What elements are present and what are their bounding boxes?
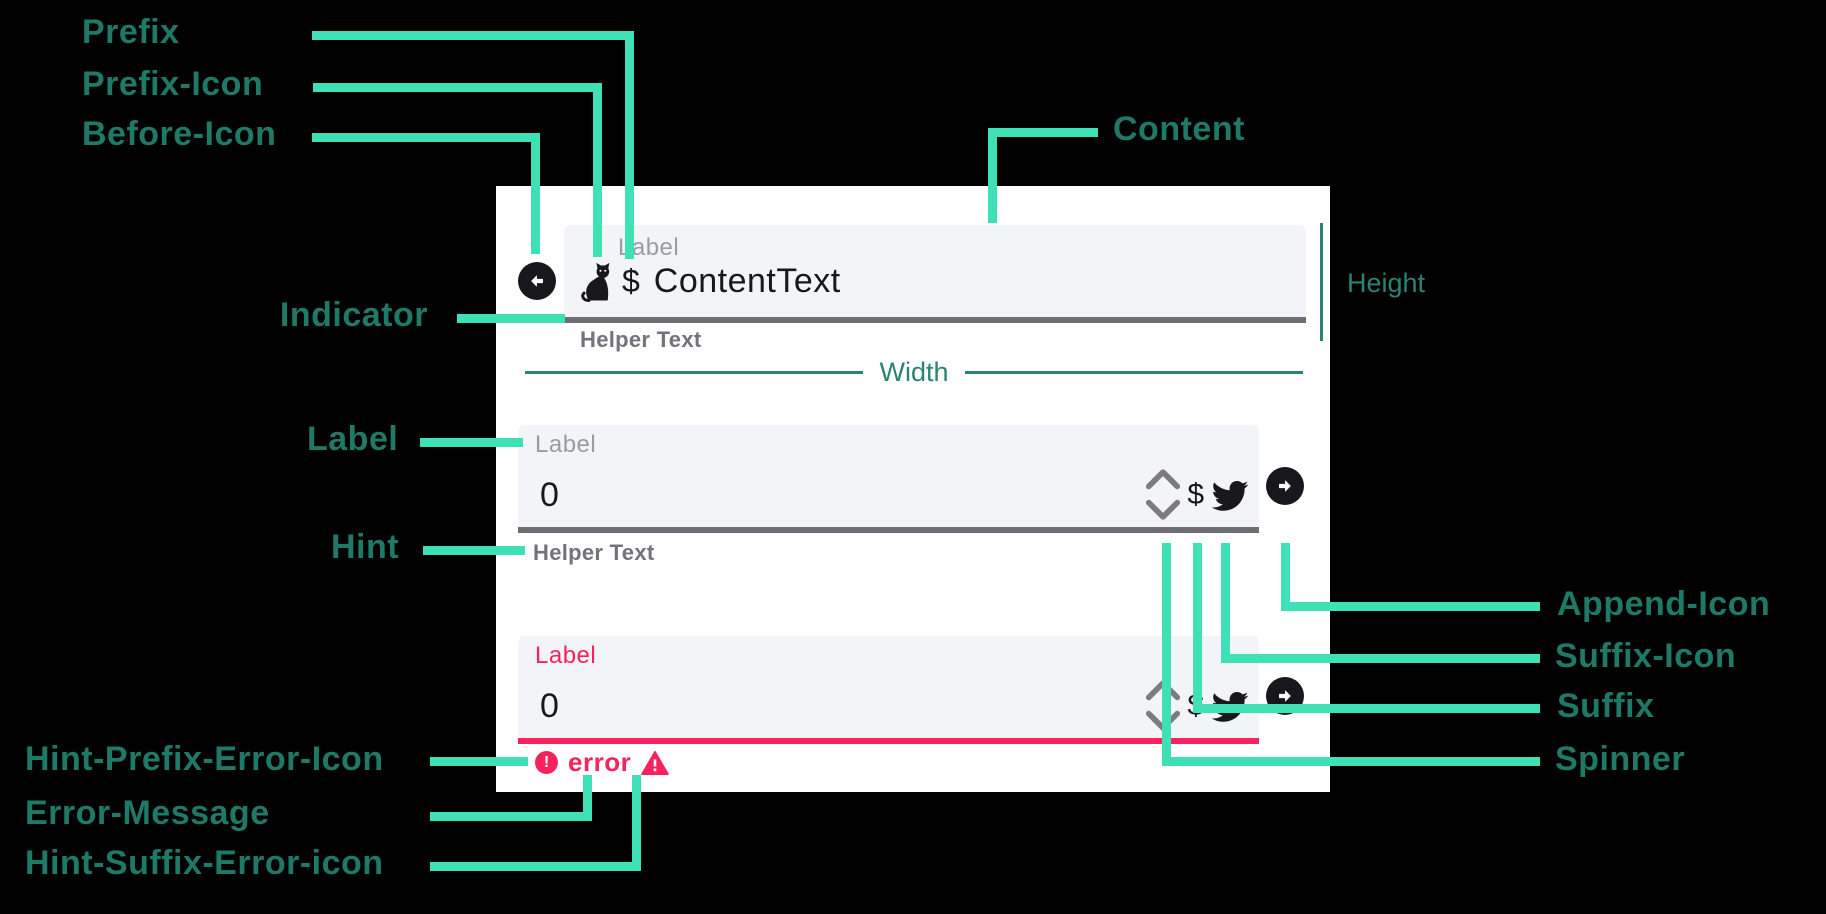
annotation-suffix-icon: Suffix-Icon [1555, 637, 1737, 675]
annotation-append-icon: Append-Icon [1557, 585, 1771, 623]
helper-text: Helper Text [533, 540, 655, 565]
annotation-prefix: Prefix [82, 13, 180, 51]
error-message-row: ! error [535, 747, 669, 778]
suffix-icon-connector-line [1221, 654, 1540, 663]
annotation-before-icon: Before-Icon [82, 115, 277, 153]
annotation-hint-prefix-error-icon: Hint-Prefix-Error-Icon [25, 740, 384, 778]
suffix-text: $ [1187, 477, 1204, 511]
hint-suffix-error-icon [641, 750, 669, 775]
hint-connector-line [423, 546, 525, 555]
width-guide: Width [525, 357, 1303, 387]
text-field-input-area[interactable]: Label $ ContentText [564, 225, 1306, 317]
hint-suffix-error-connector-line [632, 775, 641, 871]
spinner-connector-line [1162, 543, 1171, 766]
prefix-connector-line [625, 31, 634, 259]
annotation-hint: Hint [331, 528, 400, 566]
annotation-spinner: Spinner [1555, 740, 1686, 778]
annotation-suffix: Suffix [1557, 687, 1655, 725]
hint-prefix-error-icon: ! [535, 751, 558, 774]
content-text[interactable]: ContentText [653, 261, 841, 300]
content-connector-line [988, 128, 997, 223]
prefix-icon-connector-line [313, 83, 602, 92]
field-label: Label [535, 431, 597, 458]
append-icon-connector-line [1281, 602, 1540, 611]
annotation-label: Label [307, 420, 399, 458]
suffix-icon-connector-line [1221, 543, 1230, 663]
annotation-error-message: Error-Message [25, 794, 270, 832]
component-card: Label $ ContentText Helper [496, 186, 1330, 792]
before-icon-connector-line [531, 133, 540, 254]
field-value[interactable]: 0 [540, 476, 560, 514]
suffix-connector-line [1193, 543, 1202, 713]
error-message-text: error [568, 747, 632, 777]
suffix-connector-line [1193, 704, 1540, 713]
height-label: Height [1347, 268, 1426, 298]
content-connector-line [988, 128, 1098, 137]
arrow-left-icon [531, 275, 543, 287]
error-field-example: Label 0 $ [518, 636, 1259, 744]
annotation-prefix-icon: Prefix-Icon [82, 65, 264, 103]
label-connector-line [420, 438, 523, 447]
prefix-text: $ [622, 262, 640, 299]
append-icon[interactable] [1266, 467, 1304, 505]
prefix-connector-line [312, 31, 634, 40]
append-icon-connector-line [1281, 543, 1290, 611]
error-message-connector-line [430, 812, 591, 821]
annotation-content: Content [1113, 110, 1245, 148]
before-icon-connector-line [312, 133, 540, 142]
field-error-indicator-line [518, 738, 1259, 744]
spinner-up-icon[interactable] [1144, 466, 1182, 491]
width-guide-line-right [964, 370, 1303, 374]
height-guide-line [1320, 223, 1323, 341]
number-field-input-area[interactable]: Label 0 $ [518, 425, 1259, 527]
helper-text: Helper Text [580, 327, 702, 352]
number-field-example: Label 0 $ [518, 425, 1259, 533]
hint-suffix-error-connector-line [430, 862, 640, 871]
before-icon[interactable] [518, 262, 556, 300]
width-guide-line-left [525, 370, 864, 374]
field-label-error: Label [535, 642, 597, 669]
arrow-right-icon [1279, 480, 1291, 492]
error-message-connector-line [583, 775, 592, 821]
spinner-down-icon[interactable] [1144, 498, 1182, 523]
annotation-hint-suffix-error-icon: Hint-Suffix-Error-icon [25, 844, 384, 882]
indicator-connector-line [457, 314, 565, 323]
field-value[interactable]: 0 [540, 687, 560, 725]
field-indicator-line [564, 317, 1306, 323]
spinner-control [1144, 466, 1182, 523]
width-label: Width [879, 356, 949, 387]
error-field-input-area[interactable]: Label 0 $ [518, 636, 1259, 738]
annotation-indicator: Indicator [279, 296, 428, 334]
text-field-example: Label $ ContentText [564, 225, 1306, 323]
hint-prefix-error-connector-line [430, 757, 528, 766]
arrow-right-icon [1279, 690, 1291, 702]
spinner-connector-line [1162, 757, 1540, 766]
field-indicator-line [518, 527, 1259, 533]
bird-suffix-icon [1211, 480, 1249, 511]
cat-prefix-icon [581, 262, 610, 302]
prefix-icon-connector-line [593, 83, 602, 257]
